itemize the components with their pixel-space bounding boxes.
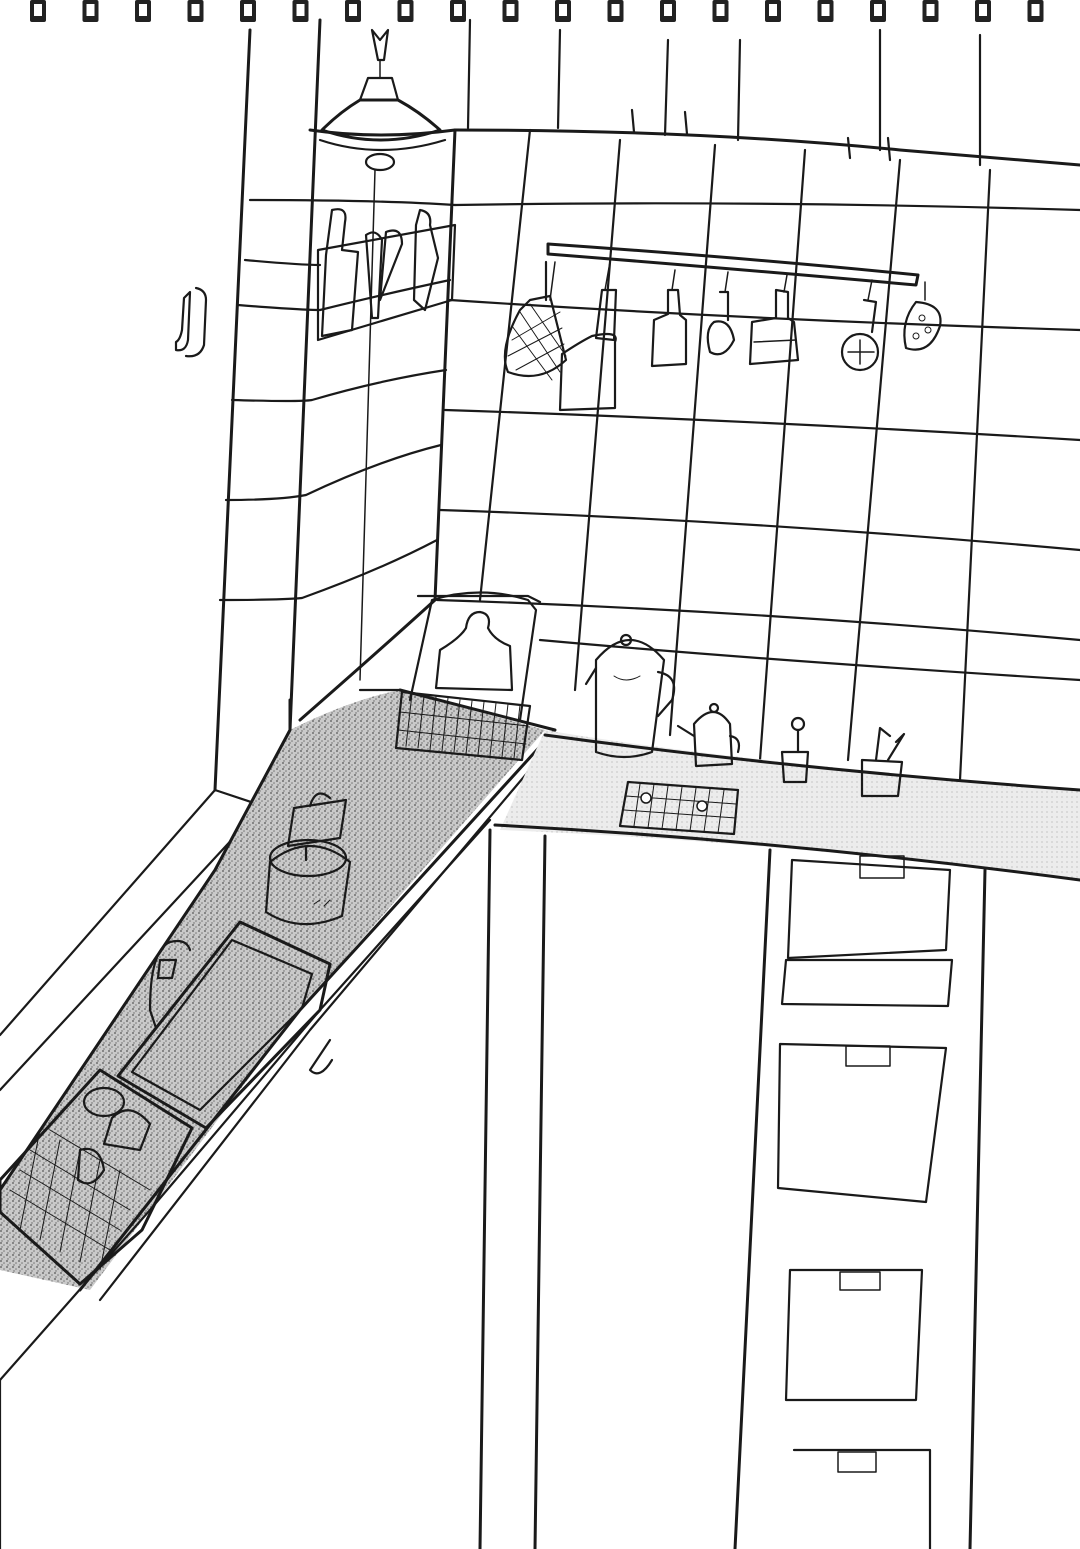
corner-tile-wall — [218, 128, 457, 722]
dish-rack — [394, 591, 542, 762]
stove — [0, 1068, 194, 1286]
checkered-tray — [618, 780, 740, 836]
drawer — [792, 1448, 932, 1549]
back-tile-wall — [435, 18, 1080, 782]
utensil-rail — [503, 242, 942, 412]
coffee-pot — [584, 633, 676, 759]
rice-cooker — [264, 838, 352, 926]
utensil-cup — [780, 716, 810, 784]
sink — [116, 920, 332, 1130]
side-counter — [0, 688, 557, 1382]
drawer — [784, 1268, 924, 1402]
paper-towel-holder — [174, 286, 208, 358]
tissue-box — [286, 792, 348, 848]
utensil-cup — [860, 726, 906, 798]
drawer — [780, 958, 954, 1008]
ceiling-lamp — [318, 28, 447, 172]
lower-cabinets — [0, 828, 987, 1549]
left-wall — [0, 18, 322, 1092]
drawer — [786, 855, 952, 960]
spiral-binding — [30, 0, 1044, 22]
knife-rack — [316, 208, 457, 342]
drawer — [776, 1042, 948, 1204]
small-kettle — [676, 702, 741, 768]
